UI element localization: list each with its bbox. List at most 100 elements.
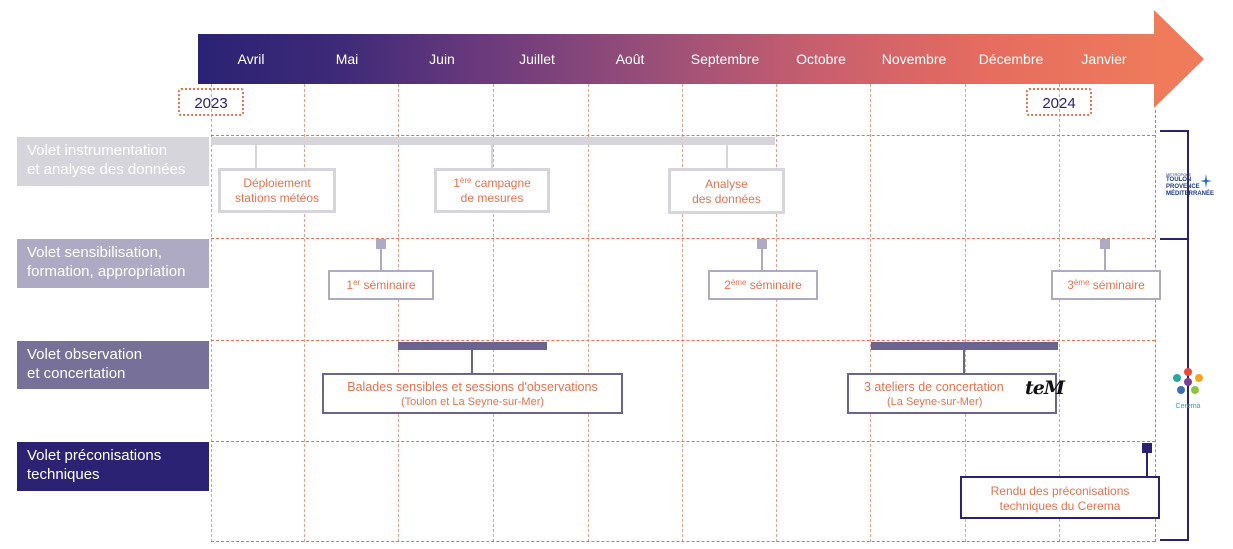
month-label: Janvier	[1081, 51, 1127, 67]
bracket-line	[1187, 130, 1189, 240]
month-label: Décembre	[978, 51, 1044, 67]
cerema-star-icon	[1173, 368, 1203, 394]
box-line-rest: séminaire	[1089, 278, 1145, 292]
row-label-instrumentation: Volet instrumentation et analyse des don…	[17, 137, 209, 186]
box-line-sup: ème	[1073, 278, 1090, 287]
row-label-line: et analyse des données	[27, 161, 186, 178]
box-seminaire-3: 3ème séminaire	[1051, 270, 1161, 300]
box-line: de mesures	[460, 191, 524, 205]
row-label-sensibilisation: Volet sensibilisation, formation, approp…	[17, 239, 209, 288]
box-line-num: 1	[346, 278, 354, 292]
month-label: Juillet	[519, 51, 555, 67]
connector	[761, 249, 763, 271]
grid-line	[398, 84, 399, 542]
box-campagne: 1ère campagne de mesures	[434, 168, 550, 213]
month-label: Août	[615, 51, 645, 67]
box-line-sup: ème	[730, 278, 747, 287]
instrumentation-bar	[211, 137, 775, 145]
box-balades: Balades sensibles et sessions d'observat…	[322, 373, 623, 414]
row-divider	[211, 340, 1155, 341]
box-line: (La Seyne-sur-Mer)	[887, 396, 983, 408]
row-label-line: et concertation	[27, 365, 126, 382]
connector	[1146, 453, 1148, 477]
row-label-line: Volet sensibilisation,	[27, 244, 163, 261]
logo-line: PROVENCE	[1166, 184, 1200, 190]
grid-line	[1155, 110, 1156, 542]
observation-bar-ateliers	[871, 342, 1058, 350]
milestone-marker	[1100, 239, 1110, 249]
milestone-marker	[1142, 443, 1152, 453]
row-label-line: techniques	[27, 466, 100, 483]
tem-logo: teM	[1025, 377, 1065, 399]
box-line: des données	[692, 192, 761, 206]
row-label-line: Volet observation	[27, 346, 143, 363]
grid-line	[588, 84, 589, 542]
month-label: Mai	[335, 51, 359, 67]
month-label: Novembre	[881, 51, 947, 67]
connector	[380, 249, 382, 271]
milestone-marker	[757, 239, 767, 249]
row-label-preconisations: Volet préconisations techniques	[17, 442, 209, 491]
box-line-num: 1	[453, 176, 460, 190]
month-label: Septembre	[690, 51, 760, 67]
cerema-logo: Cerema	[1168, 366, 1208, 410]
box-line-rest: séminaire	[746, 278, 802, 292]
connector	[1104, 249, 1106, 271]
box-line-rest: séminaire	[360, 278, 416, 292]
logo-line: TOULON	[1166, 177, 1192, 183]
row-label-line: Volet préconisations	[27, 447, 162, 464]
connector	[726, 145, 728, 169]
month-label: Avril	[237, 51, 265, 67]
box-seminaire-2: 2ème séminaire	[708, 270, 818, 300]
box-line-num: 3	[1067, 278, 1074, 292]
box-line-rest: campagne	[471, 176, 531, 190]
logo-line: MÉTROPOLE	[1166, 172, 1192, 177]
box-line-sup: er	[353, 278, 361, 287]
box-line: Rendu des préconisations	[990, 484, 1130, 498]
metropole-logo: MÉTROPOLE TOULON PROVENCE MÉDITERRANÉE	[1166, 172, 1222, 198]
grid-line	[965, 84, 966, 542]
bracket-line	[1160, 130, 1188, 132]
box-line: techniques du Cerema	[999, 499, 1121, 513]
box-line: 3 ateliers de concertation	[864, 380, 1004, 394]
grid-line	[682, 84, 683, 542]
timeline-arrow-head	[1154, 10, 1204, 108]
row-label-observation: Volet observation et concertation	[17, 341, 209, 389]
box-line-num: 2	[724, 278, 731, 292]
row-label-line: Volet instrumentation	[27, 142, 168, 159]
row-divider	[211, 238, 1155, 239]
connector	[471, 350, 473, 374]
box-line: 1ère campagne	[437, 176, 547, 191]
box-seminaire-1: 1er séminaire	[328, 270, 434, 300]
box-deploiement: Déploiement stations météos	[218, 168, 336, 213]
box-rendu: Rendu des préconisations techniques du C…	[960, 476, 1160, 519]
box-line: (Toulon et La Seyne-sur-Mer)	[400, 396, 545, 408]
milestone-marker	[376, 239, 386, 249]
bracket-line	[1160, 539, 1189, 541]
box-line-sup: ère	[459, 176, 472, 185]
box-line: stations météos	[234, 191, 320, 205]
grid-line	[1059, 84, 1060, 542]
grid-line	[870, 84, 871, 542]
bracket-line	[1160, 238, 1188, 240]
bracket-line	[1187, 238, 1189, 540]
metropole-star-icon	[1200, 174, 1212, 188]
cerema-name: Cerema	[1175, 403, 1201, 410]
row-divider	[211, 441, 1155, 442]
observation-bar-balades	[398, 342, 547, 350]
month-label: Octobre	[796, 51, 846, 67]
row-label-line: formation, appropriation	[27, 263, 186, 280]
grid-line	[304, 84, 305, 542]
connector	[255, 145, 257, 169]
box-line: Déploiement	[243, 176, 311, 190]
connector	[963, 350, 965, 374]
box-ateliers: 3 ateliers de concertation (La Seyne-sur…	[847, 373, 1065, 414]
box-analyse: Analyse des données	[668, 168, 785, 214]
box-line: Balades sensibles et sessions d'observat…	[347, 380, 598, 394]
row-divider	[211, 135, 1155, 136]
grid-line	[493, 84, 494, 542]
logo-line: MÉDITERRANÉE	[1166, 191, 1215, 197]
grid-line	[776, 84, 777, 542]
box-line: Analyse	[705, 177, 748, 191]
month-label: Juin	[429, 51, 455, 67]
